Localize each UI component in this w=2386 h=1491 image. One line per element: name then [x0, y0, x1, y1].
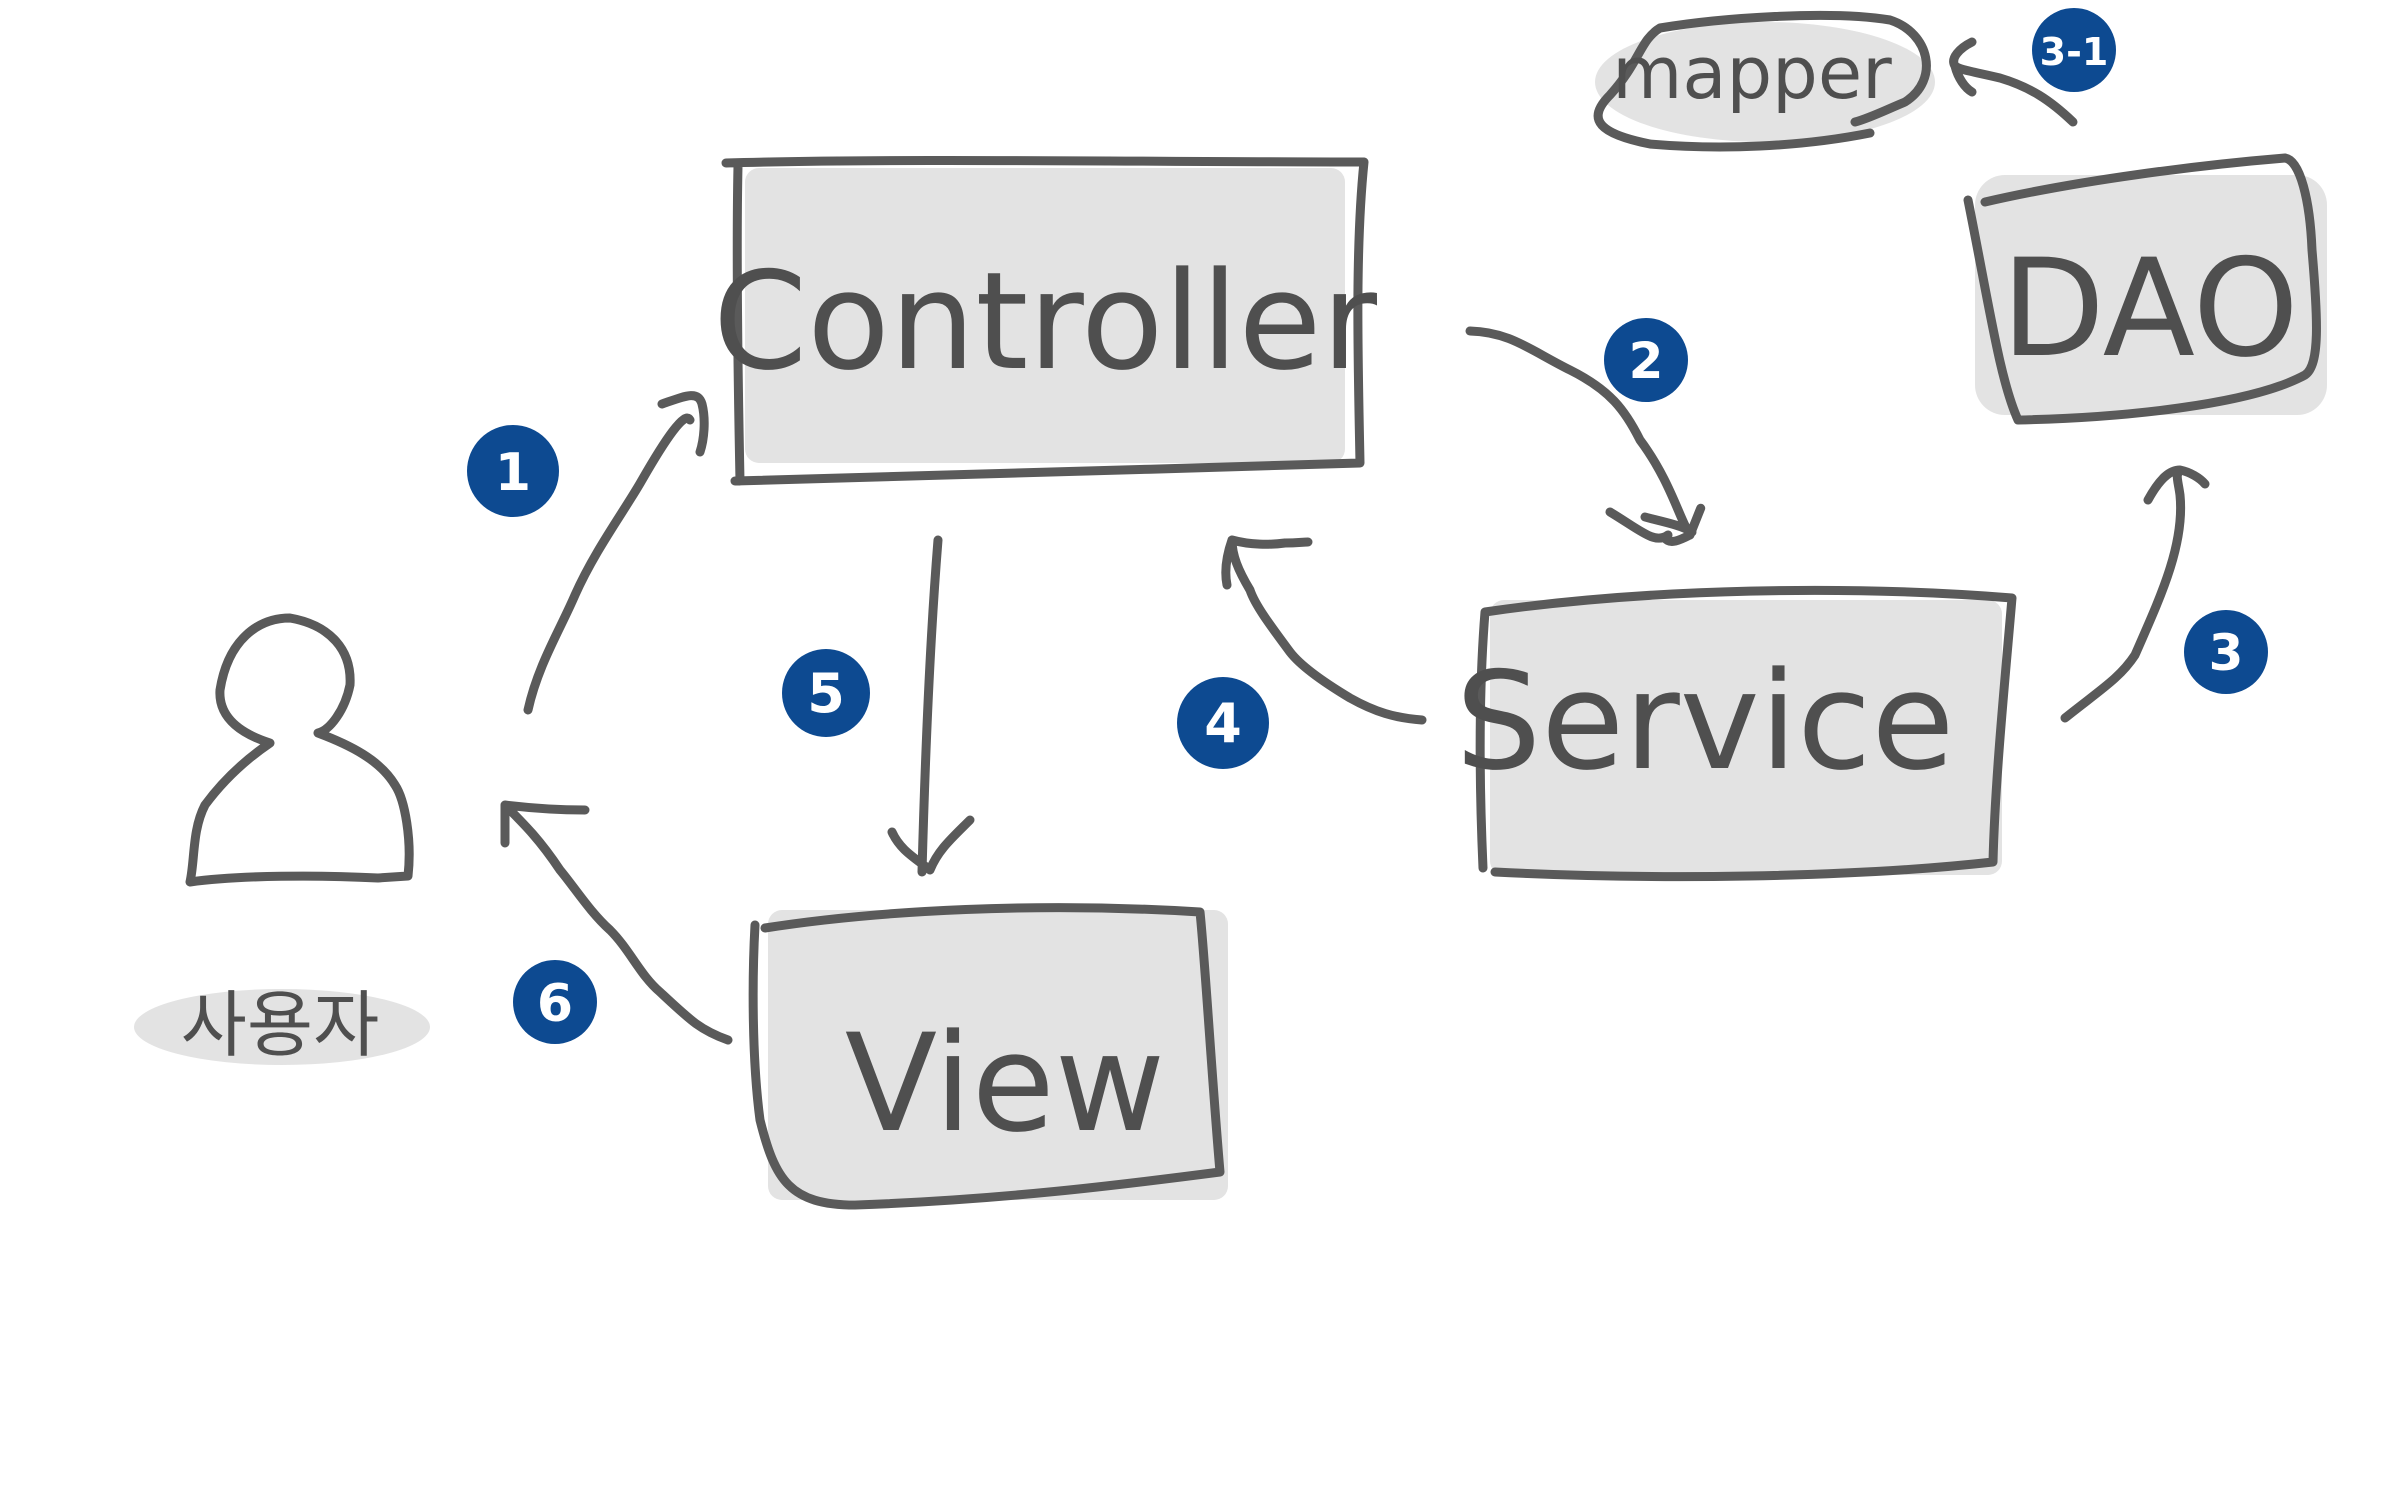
- step-badge-3: 3: [2184, 610, 2268, 694]
- arrow-1: [523, 391, 709, 715]
- svg-text:3-1: 3-1: [2040, 30, 2109, 74]
- svg-text:2: 2: [1629, 332, 1664, 390]
- arrow-3: [2060, 465, 2210, 723]
- mapper-label: mapper: [1612, 31, 1892, 115]
- svg-text:4: 4: [1204, 692, 1242, 755]
- service-node: Service: [1456, 585, 2017, 882]
- controller-label: Controller: [713, 243, 1378, 400]
- step-badge-4: 4: [1177, 677, 1269, 769]
- arrow-4: [1221, 535, 1427, 725]
- arrow-3-1: [1949, 37, 2078, 127]
- controller-node: Controller: [713, 155, 1378, 486]
- step-badge-1: 1: [467, 425, 559, 517]
- mapper-node: mapper: [1593, 10, 1935, 152]
- svg-text:6: 6: [537, 974, 573, 1034]
- arrow-6: [500, 800, 733, 1045]
- service-label: Service: [1456, 643, 1955, 800]
- svg-text:3: 3: [2209, 624, 2244, 682]
- step-badge-3-1: 3-1: [2032, 8, 2116, 92]
- dao-label: DAO: [2001, 230, 2299, 387]
- arrow-2: [1465, 326, 1706, 546]
- step-badge-6: 6: [513, 960, 597, 1044]
- arrow-5: [887, 535, 975, 877]
- svg-text:5: 5: [807, 662, 845, 725]
- view-node: View: [748, 903, 1228, 1210]
- dao-node: DAO: [1963, 153, 2327, 425]
- step-badge-5: 5: [782, 649, 870, 737]
- step-badge-2: 2: [1604, 318, 1688, 402]
- user-label: 사용자: [181, 983, 380, 1067]
- user-node: 사용자: [134, 613, 430, 1067]
- svg-text:1: 1: [495, 443, 531, 503]
- view-label: View: [845, 1005, 1165, 1162]
